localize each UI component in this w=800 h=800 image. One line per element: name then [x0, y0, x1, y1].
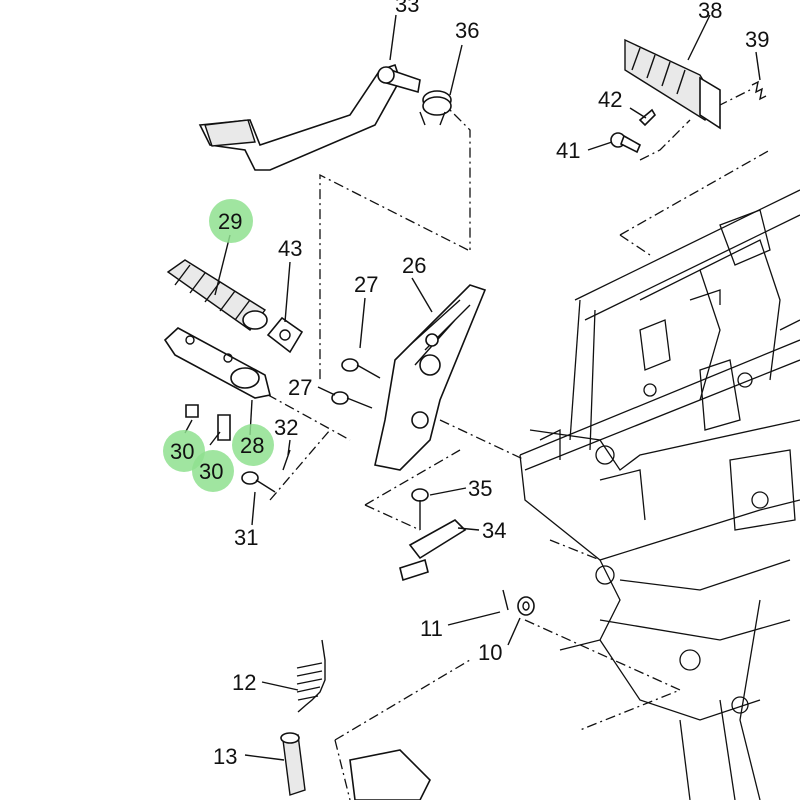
callout-30-a: 30 — [170, 439, 194, 464]
bolt-27-lower — [331, 391, 373, 409]
bolt-35 — [411, 488, 429, 530]
callout-36: 36 — [455, 18, 479, 43]
callout-34: 34 — [482, 518, 506, 543]
highlight-markers — [163, 199, 274, 492]
frame-assembly — [519, 189, 800, 800]
bolt-30-b — [217, 414, 231, 441]
callout-11: 11 — [420, 616, 443, 641]
bolt-27-upper — [341, 358, 381, 379]
spring-12 — [296, 639, 326, 713]
callout-32: 32 — [274, 415, 298, 440]
callout-27-upper: 27 — [354, 272, 378, 297]
callout-28: 28 — [240, 433, 264, 458]
callout-38: 38 — [698, 0, 722, 23]
callout-41: 41 — [556, 138, 580, 163]
link-34 — [399, 519, 467, 582]
callout-35: 35 — [468, 476, 492, 501]
leader-lines — [184, 14, 761, 761]
callout-26: 26 — [402, 253, 426, 278]
plate-43 — [266, 316, 304, 354]
highlight-29 — [209, 199, 253, 243]
footpeg-rubber — [166, 259, 268, 331]
callout-31: 31 — [234, 525, 258, 550]
callout-43: 43 — [278, 236, 302, 261]
callout-33: 33 — [395, 0, 419, 17]
sleeve-13 — [280, 732, 306, 796]
small-spring — [751, 80, 767, 101]
callout-12: 12 — [232, 670, 256, 695]
callout-30-b: 30 — [199, 459, 223, 484]
bolt-41 — [610, 132, 642, 154]
callout-13: 13 — [213, 744, 237, 769]
rear-footpeg — [624, 38, 721, 130]
highlight-30b — [192, 450, 234, 492]
pivot-pin-31 — [241, 471, 276, 493]
return-spring — [419, 90, 452, 126]
pedal-lever — [198, 63, 421, 171]
callout-42: 42 — [598, 87, 622, 112]
callout-27-lower: 27 — [288, 375, 312, 400]
callout-labels: 33 36 38 39 42 41 29 43 26 27 27 30 30 2… — [170, 0, 769, 769]
footpeg-arm — [163, 327, 271, 399]
washer-10 — [517, 596, 535, 616]
highlight-28 — [232, 424, 274, 466]
callout-39: 39 — [745, 27, 769, 52]
callout-29: 29 — [218, 209, 242, 234]
footrest-bracket — [374, 284, 487, 471]
lower-bracket — [349, 749, 431, 800]
bolt-30-a — [185, 404, 199, 418]
reference-lines — [249, 89, 771, 800]
callout-10: 10 — [478, 640, 502, 665]
cotter-pin-11 — [502, 589, 509, 611]
pin-42 — [638, 108, 657, 127]
